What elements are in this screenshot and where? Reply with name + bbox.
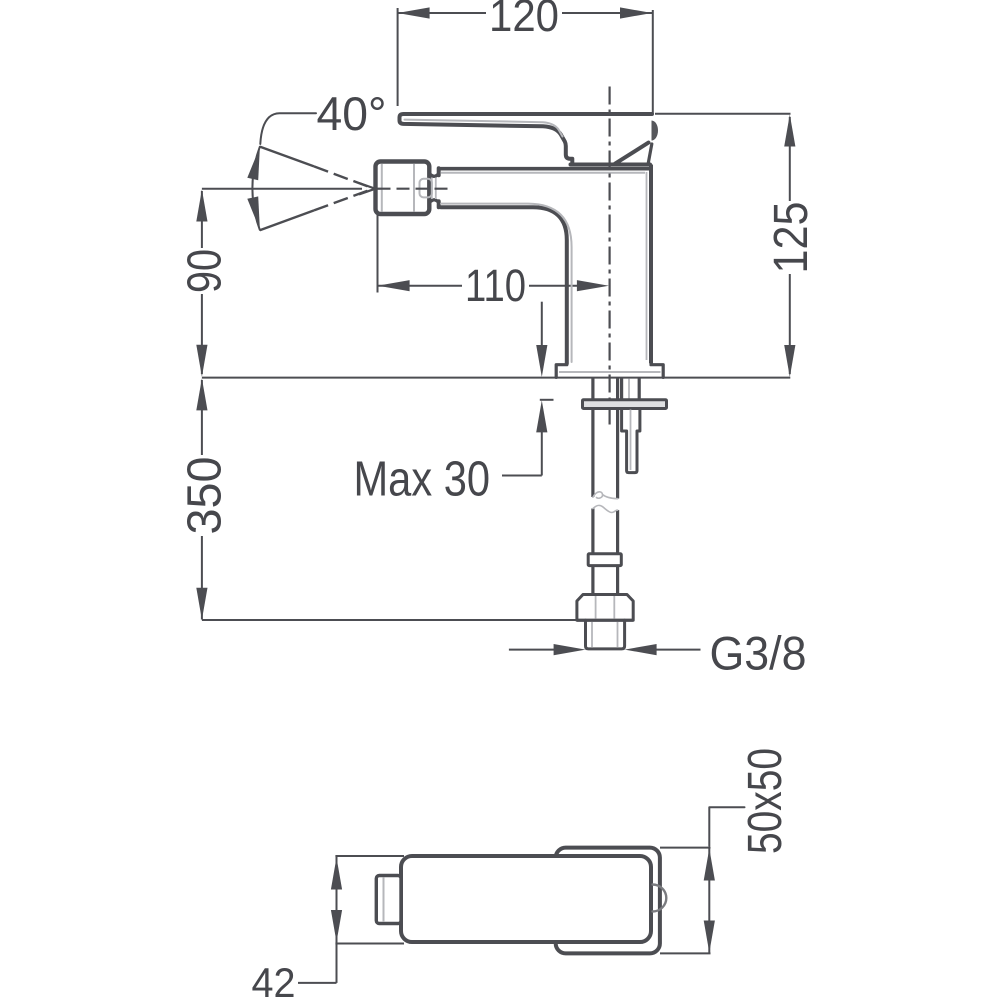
svg-text:50x50: 50x50 [739,748,792,854]
svg-text:G3/8: G3/8 [710,627,807,680]
svg-text:40°: 40° [317,87,387,140]
svg-text:120: 120 [489,0,559,41]
svg-text:125: 125 [765,202,818,274]
svg-text:350: 350 [179,457,232,535]
svg-text:Max 30: Max 30 [354,453,491,507]
svg-text:110: 110 [465,260,526,311]
svg-text:42: 42 [252,959,296,1000]
svg-text:90: 90 [179,249,232,293]
